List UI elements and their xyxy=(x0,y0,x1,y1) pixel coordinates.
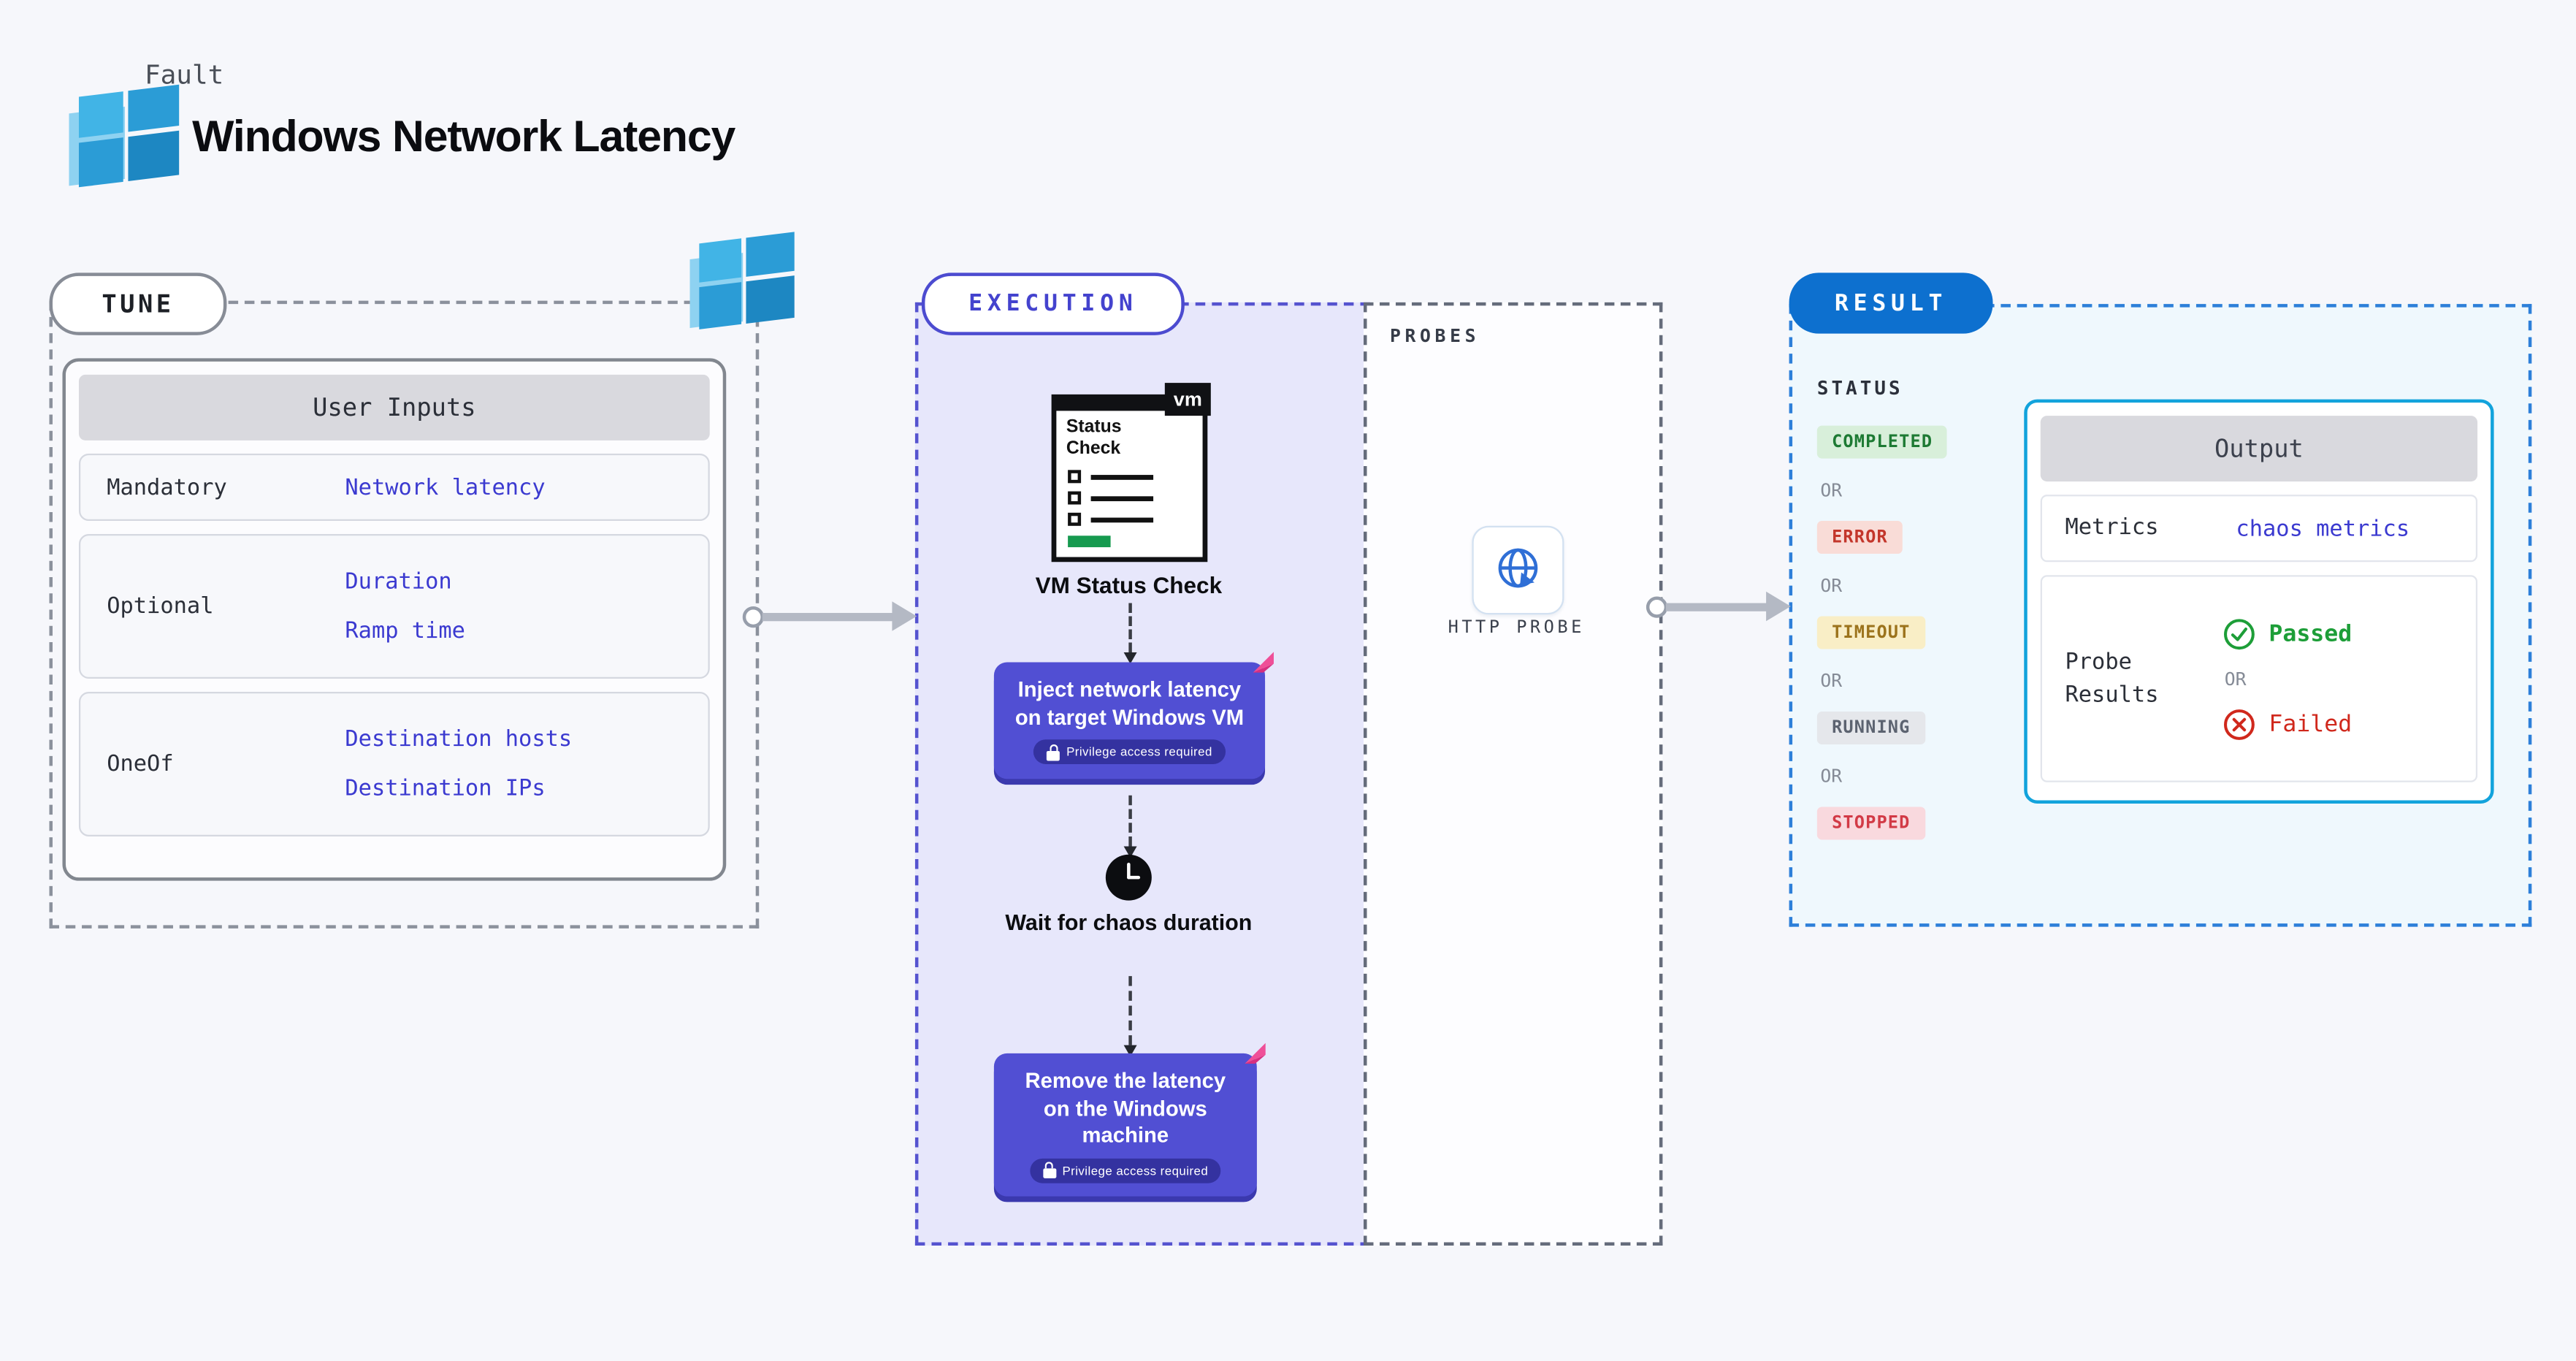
windows-logo-icon xyxy=(69,84,184,188)
input-value-link[interactable]: Duration xyxy=(345,568,452,595)
page-title: Windows Network Latency xyxy=(192,111,735,161)
checklist-row xyxy=(1068,513,1202,527)
fault-kicker: Fault xyxy=(144,58,224,91)
probe-results-values: Passed OR Failed xyxy=(2223,617,2352,741)
checklist-row xyxy=(1068,492,1202,506)
output-card: Output Metrics chaos metrics Probe Resul… xyxy=(2024,399,2494,804)
input-row-mandatory: Mandatory Network latency xyxy=(78,453,710,522)
flow-arrow-tune-to-execution xyxy=(742,601,917,631)
status-badge-stopped: STOPPED xyxy=(1816,807,1925,840)
input-row-optional: Optional Duration Ramp time xyxy=(78,534,710,679)
input-label: OneOf xyxy=(107,750,174,777)
vm-icon-title: Status Check xyxy=(1066,417,1122,458)
inject-latency-step: Inject network latency on target Windows… xyxy=(993,652,1274,779)
privilege-badge: Privilege access required xyxy=(1029,1158,1222,1183)
checklist-row xyxy=(1068,470,1202,484)
status-badge-error: ERROR xyxy=(1816,521,1903,554)
http-probe-label: HTTP PROBE xyxy=(1448,617,1585,638)
step-arrow xyxy=(1123,603,1137,664)
remove-latency-step: Remove the latency on the Windows machin… xyxy=(993,1042,1266,1197)
passed-label: Passed xyxy=(2269,620,2353,647)
tune-pill: TUNE xyxy=(49,272,227,335)
metrics-value-link[interactable]: chaos metrics xyxy=(2236,515,2410,542)
windows-logo-panes xyxy=(78,84,184,192)
http-probe-icon xyxy=(1472,525,1564,615)
metrics-label: Metrics xyxy=(2065,514,2159,541)
or-separator: OR xyxy=(2224,668,2247,690)
or-separator: OR xyxy=(1820,669,1843,691)
status-badge-timeout: TIMEOUT xyxy=(1816,616,1925,649)
probes-label: PROBES xyxy=(1389,325,1480,347)
x-circle-icon xyxy=(2224,708,2255,739)
privilege-badge: Privilege access required xyxy=(1033,739,1226,765)
windows-logo-icon-small xyxy=(689,232,799,329)
or-separator: OR xyxy=(1820,765,1843,787)
probe-results-row: Probe Results Passed OR Failed xyxy=(2040,575,2478,782)
metrics-row: Metrics chaos metrics xyxy=(2040,495,2478,563)
user-inputs-card: User Inputs Mandatory Network latency Op… xyxy=(62,358,727,881)
step-text: Remove the latency on the Windows machin… xyxy=(1025,1068,1226,1148)
connector-line xyxy=(762,611,894,621)
windows-logo-panes xyxy=(699,232,799,335)
result-pill: RESULT xyxy=(1789,272,1993,334)
input-value-link[interactable]: Destination hosts xyxy=(345,726,573,753)
input-row-oneof: OneOf Destination hosts Destination IPs xyxy=(78,691,710,836)
connector-dot xyxy=(1646,595,1668,617)
privilege-text: Privilege access required xyxy=(1062,1163,1209,1178)
lock-icon xyxy=(1042,1162,1056,1179)
clock-icon xyxy=(1105,854,1152,901)
status-badge-completed: COMPLETED xyxy=(1816,425,1948,459)
vm-status-check-label: VM Status Check xyxy=(1035,571,1223,598)
input-value-link[interactable]: Ramp time xyxy=(345,617,465,644)
check-circle-icon xyxy=(2224,618,2255,649)
step-text: Inject network latency on target Windows… xyxy=(1014,676,1245,729)
input-value-link[interactable]: Network latency xyxy=(345,473,546,500)
connector-line xyxy=(1665,602,1768,611)
or-separator: OR xyxy=(1820,479,1843,500)
probe-failed: Failed xyxy=(2223,707,2352,740)
execution-pill: EXECUTION xyxy=(921,272,1185,335)
connector-dot xyxy=(742,605,764,628)
step-arrow xyxy=(1123,976,1137,1057)
failed-label: Failed xyxy=(2269,710,2353,737)
output-header: Output xyxy=(2040,416,2478,482)
chaos-flag-icon xyxy=(1253,652,1274,673)
progress-bar xyxy=(1068,535,1111,548)
vm-status-check-icon: vm Status Check xyxy=(1051,383,1211,563)
globe-icon xyxy=(1498,548,1538,588)
vm-badge: vm xyxy=(1164,383,1211,416)
status-list: COMPLETED OR ERROR OR TIMEOUT OR RUNNING… xyxy=(1816,425,1948,840)
arrowhead-icon xyxy=(892,601,917,631)
or-separator: OR xyxy=(1820,574,1843,596)
probes-region xyxy=(1364,302,1663,1246)
arrowhead-icon xyxy=(1766,591,1791,622)
user-inputs-header: User Inputs xyxy=(78,374,710,441)
wait-step-label: Wait for chaos duration xyxy=(1005,910,1253,935)
status-badge-running: RUNNING xyxy=(1816,711,1925,744)
input-label: Mandatory xyxy=(107,473,227,500)
probe-results-label: Probe Results xyxy=(2065,648,2159,709)
flow-arrow-probes-to-result xyxy=(1646,591,1791,622)
chaos-flag-icon xyxy=(1245,1042,1266,1064)
input-value-link[interactable]: Destination IPs xyxy=(345,775,546,802)
lock-icon xyxy=(1047,744,1060,760)
probe-passed: Passed xyxy=(2223,617,2352,650)
status-heading: STATUS xyxy=(1816,376,1903,400)
input-label: Optional xyxy=(107,593,214,620)
privilege-text: Privilege access required xyxy=(1066,744,1212,760)
step-arrow xyxy=(1123,795,1137,858)
